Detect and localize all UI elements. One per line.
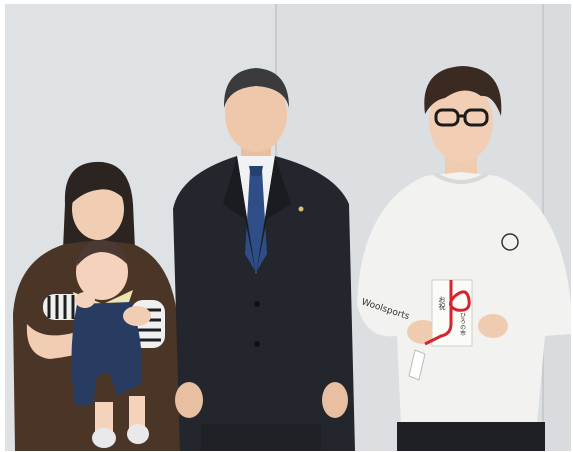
envelope-text-line1: お祝 bbox=[438, 296, 446, 311]
envelope-ribbon-loop bbox=[449, 290, 471, 312]
man-lapel-right bbox=[256, 156, 291, 274]
sweatshirt-emblem bbox=[501, 233, 519, 251]
man-lapel-left bbox=[223, 156, 256, 274]
man-trousers bbox=[201, 424, 321, 451]
baby-sock-left bbox=[92, 428, 116, 448]
hanging-tag bbox=[408, 349, 426, 381]
woman-hand bbox=[123, 306, 151, 326]
young-man-with-envelope: Woolsports お祝 ひろの市 bbox=[357, 66, 571, 451]
man-in-suit bbox=[173, 68, 355, 451]
envelope-ribbon bbox=[424, 280, 453, 346]
man-button bbox=[254, 301, 260, 307]
young-man-hand-left bbox=[407, 320, 439, 344]
baby-sock-right bbox=[127, 424, 149, 444]
baby-face bbox=[76, 244, 128, 300]
man-tie-knot bbox=[249, 166, 263, 176]
man-lapel-pin bbox=[298, 206, 304, 212]
man-hair bbox=[223, 68, 289, 108]
baby-overall bbox=[71, 302, 142, 406]
man-hand-right bbox=[322, 382, 348, 418]
man-face bbox=[225, 76, 287, 152]
photo: Woolsports お祝 ひろの市 bbox=[5, 4, 571, 451]
woman-bangs bbox=[71, 172, 127, 204]
baby-hair bbox=[77, 240, 127, 266]
man-button bbox=[254, 341, 260, 347]
young-man-trousers bbox=[397, 422, 545, 451]
young-man-face bbox=[429, 82, 493, 162]
baby-hand bbox=[75, 292, 95, 308]
man-hand-left bbox=[175, 382, 203, 418]
woman-with-baby bbox=[13, 161, 183, 451]
man-suit-jacket bbox=[173, 156, 355, 451]
photo-scene: Woolsports お祝 ひろの市 bbox=[5, 4, 571, 451]
young-man-hair bbox=[424, 66, 502, 116]
baby-leg-left bbox=[95, 402, 113, 434]
baby-leg-right bbox=[129, 396, 145, 430]
envelope-text-line2: ひろの市 bbox=[459, 312, 466, 337]
sweatshirt-collar bbox=[433, 172, 489, 184]
young-man-hand-right bbox=[478, 314, 508, 338]
